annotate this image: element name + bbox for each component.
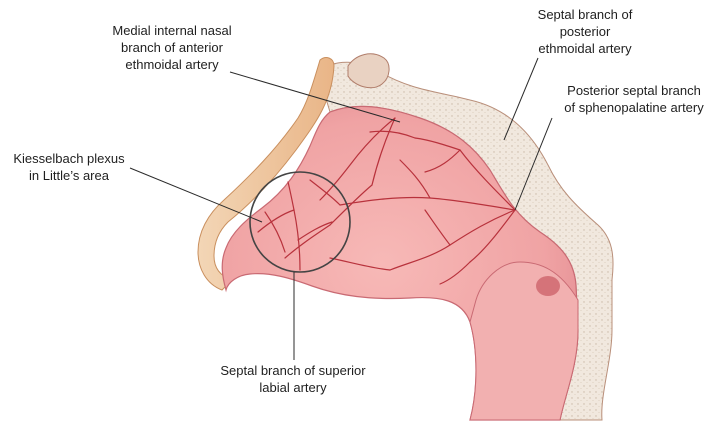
label-posterior-septal-branch: Posterior septal branch of sphenopalatin… — [548, 82, 720, 116]
label-medial-internal-nasal-branch: Medial internal nasal branch of anterior… — [92, 22, 252, 73]
label-septal-branch-superior-labial: Septal branch of superior labial artery — [205, 362, 381, 396]
palate-floor — [470, 262, 578, 420]
eustachian-opening — [536, 276, 560, 296]
label-kiesselbach-plexus: Kiesselbach plexus in Little’s area — [8, 150, 130, 184]
label-septal-branch-posterior-ethmoidal: Septal branch of posterior ethmoidal art… — [510, 6, 660, 57]
nasal-bone — [348, 54, 389, 88]
